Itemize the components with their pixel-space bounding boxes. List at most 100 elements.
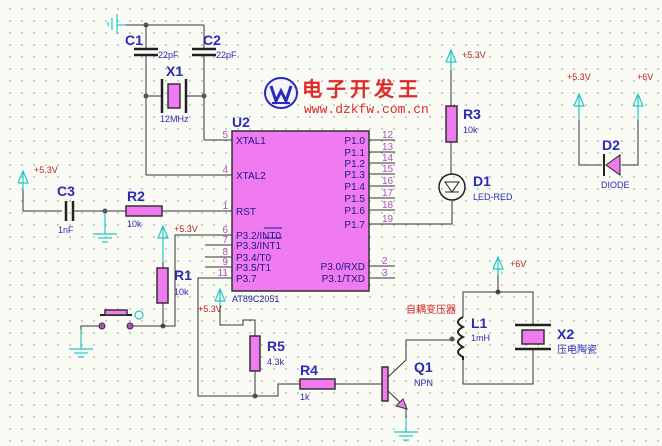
pin-name: P1.5 [344, 194, 365, 205]
resistor-r2[interactable]: R2 10k [125, 188, 163, 229]
d2-ref: D2 [602, 137, 620, 153]
r3-value: 10k [463, 125, 478, 135]
resistor-r3[interactable]: R3 10k [445, 105, 481, 143]
pin-name: P1.4 [344, 182, 365, 193]
r5-ref: R5 [267, 338, 285, 354]
pin-number: 11 [218, 268, 229, 279]
r2-ref: R2 [127, 188, 145, 204]
power-5v3-c3: +5.3V [17, 165, 58, 190]
led-d1[interactable]: D1 LED-RED [438, 173, 513, 202]
inductor-l1[interactable]: L1 1mH 自耦变压器 [406, 303, 490, 360]
top-ground-symbol [107, 14, 126, 34]
pin-number: 1 [222, 201, 228, 212]
c1-ref: C1 [125, 32, 143, 48]
ground-symbol [93, 213, 117, 243]
power-6v-d2: +6V [632, 72, 653, 120]
diode-d2[interactable]: D2 DIODE [601, 137, 630, 190]
wire [255, 383, 300, 397]
pin-number: 15 [382, 164, 394, 175]
wire-p37 [197, 277, 255, 397]
power-5v3-r1: +5.3V [157, 224, 198, 262]
u2-pins: 5XTAL14XTAL21RST6P3.2/INT07P3.3/INT18P3.… [205, 130, 395, 285]
c3-ref: C3 [57, 183, 75, 199]
wire-int0 [163, 234, 232, 327]
resistor-r4[interactable]: R4 1k [299, 362, 336, 402]
power-5v3-d2: +5.3V [567, 72, 591, 120]
pin-name: P3.4/T0 [236, 253, 271, 264]
wire [462, 291, 534, 324]
pin-number: 2 [382, 256, 388, 267]
d1-ref: D1 [473, 173, 491, 189]
u2-ref: U2 [232, 114, 250, 130]
pin-name: P1.0 [344, 136, 365, 147]
r4-ref: R4 [300, 362, 318, 378]
logo-chinese-text: 电子开发王 [302, 77, 422, 101]
crystal-x1[interactable]: X1 12MHz [143, 63, 207, 124]
push-button-switch[interactable] [80, 309, 163, 346]
r1-ref: R1 [174, 267, 192, 283]
power-label: +6V [637, 72, 653, 82]
pin-name: P3.2/INT0 [236, 231, 281, 242]
c2-ref: C2 [203, 32, 221, 48]
power-5v3-r3: +5.3V [445, 48, 486, 70]
u2-value: AT89C2051 [232, 294, 279, 304]
resistor-r1[interactable]: R1 10k [156, 262, 192, 326]
power-label: +5.3V [462, 50, 486, 60]
power-label: +5.3V [174, 224, 198, 234]
piezo-buzzer-x2[interactable]: X2 压电陶瓷 [515, 323, 597, 356]
ground-symbol [69, 330, 93, 358]
d1-value: LED-RED [473, 192, 513, 202]
capacitor-c2[interactable]: C2 22pF [192, 25, 237, 140]
r1-value: 10k [174, 287, 189, 297]
capacitor-c1[interactable]: C1 22pF [125, 25, 179, 175]
pin-number: 12 [382, 130, 394, 141]
c1-value: 22pF [158, 50, 179, 60]
wire-p17 [369, 200, 453, 225]
w-logo-icon [264, 77, 298, 109]
pin-name: RST [236, 207, 256, 218]
q1-ref: Q1 [414, 359, 433, 375]
x1-value: 12MHz [160, 114, 189, 124]
pin-name: P3.3/INT1 [236, 241, 281, 252]
transistor-q1[interactable]: Q1 NPN [381, 339, 455, 418]
power-label: +6V [510, 259, 526, 269]
r2-value: 10k [127, 219, 142, 229]
r4-value: 1k [300, 392, 310, 402]
q1-value: NPN [414, 378, 433, 388]
logo-url-text: www.dzkfw.com.cn [304, 102, 429, 117]
x2-value: 压电陶瓷 [557, 343, 597, 356]
pin-number: 17 [382, 188, 394, 199]
pin-number: 4 [222, 165, 228, 176]
power-label: +5.3V [567, 72, 591, 82]
r5-value: 4.3k [267, 357, 285, 367]
ground-symbol [394, 418, 418, 441]
power-label: +5.3V [34, 165, 58, 175]
pin-name: P1.7 [344, 220, 365, 231]
resistor-r5[interactable]: R5 4.3k [249, 335, 285, 396]
pin-name: XTAL1 [236, 136, 266, 147]
mcu-u2[interactable]: U2 AT89C2051 5XTAL14XTAL21RST6P3.2/INT07… [205, 114, 395, 304]
pin-number: 19 [382, 214, 394, 225]
power-5v3-r5: +5.3V [198, 287, 226, 314]
pin-number: 18 [382, 200, 394, 211]
pin-name: P1.6 [344, 206, 365, 217]
pin-name: XTAL2 [236, 171, 266, 182]
site-logo: 电子开发王 www.dzkfw.com.cn [264, 77, 429, 117]
capacitor-c3[interactable]: C3 1nF [57, 183, 75, 235]
l1-ref: L1 [471, 315, 488, 331]
wire [462, 349, 534, 385]
pin-number: 5 [222, 130, 228, 141]
pin-name: P1.2 [344, 159, 365, 170]
c3-value: 1nF [58, 225, 74, 235]
pin-name: P3.5/T1 [236, 263, 271, 274]
pin-number: 13 [382, 142, 394, 153]
pin-name: P1.3 [344, 170, 365, 181]
pin-name: P3.0/RXD [321, 262, 365, 273]
power-label: +5.3V [198, 304, 222, 314]
x1-ref: X1 [166, 63, 183, 79]
pin-name: P3.1/TXD [322, 274, 365, 285]
pin-number: 8 [222, 247, 228, 258]
wire [219, 306, 256, 336]
x2-ref: X2 [557, 326, 574, 342]
